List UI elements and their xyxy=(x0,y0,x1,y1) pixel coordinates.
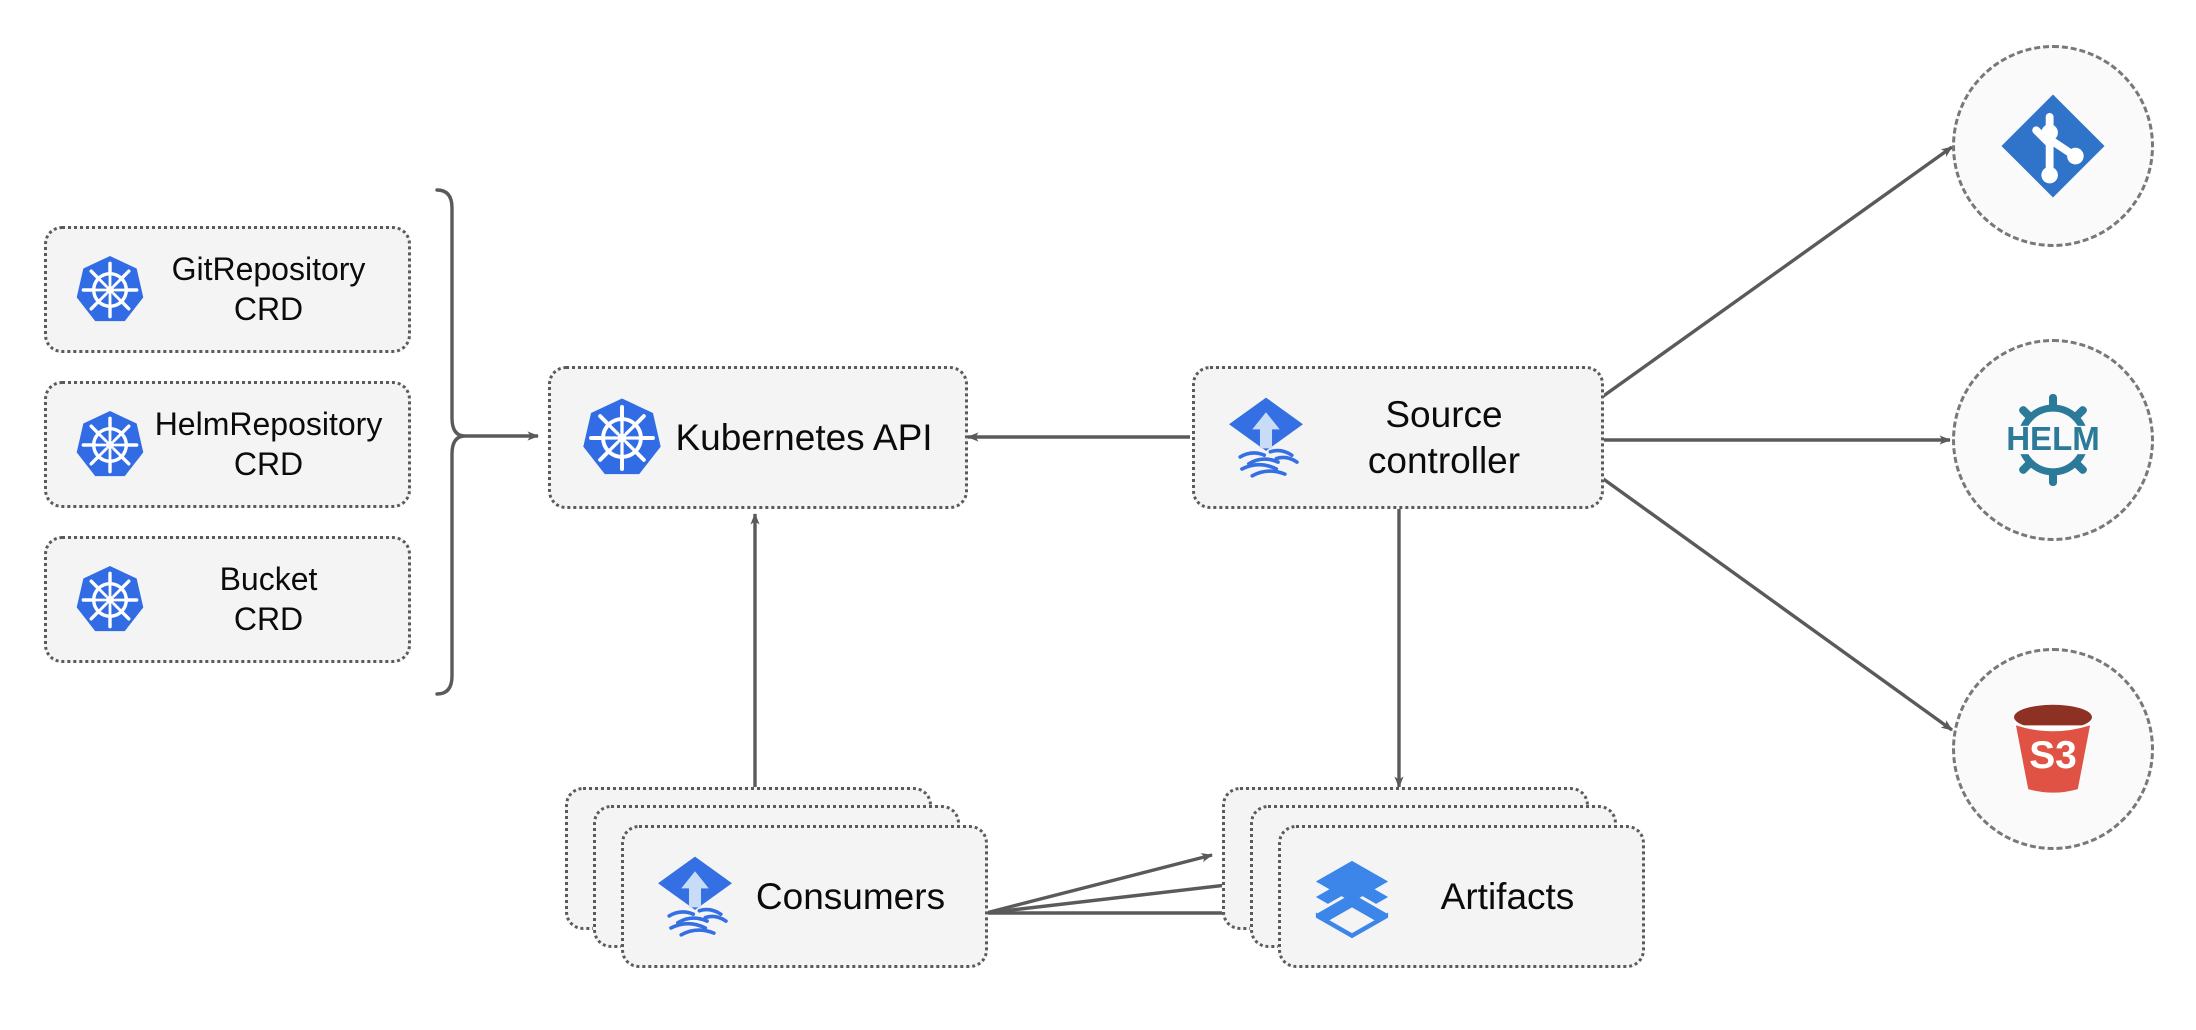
node-label: Consumers xyxy=(755,875,946,917)
node-label: GitRepository CRD xyxy=(171,251,366,327)
node-source-controller[interactable]: Source controller xyxy=(1192,366,1604,509)
node-kubernetes-api[interactable]: Kubernetes API xyxy=(548,366,968,509)
node-label: Kubernetes API xyxy=(675,416,933,458)
node-bucket-crd[interactable]: Bucket CRD xyxy=(44,536,411,663)
node-label: Bucket CRD xyxy=(219,561,318,637)
edge-source-controller-to-s3 xyxy=(1601,476,1953,732)
flux-icon xyxy=(1223,395,1309,481)
crd-group-bracket xyxy=(435,188,466,696)
node-gitrepository-crd[interactable]: GitRepository CRD xyxy=(44,226,411,353)
node-helm-source[interactable]: HELM xyxy=(1952,339,2154,541)
node-label: Artifacts xyxy=(1440,875,1575,917)
s3-label: S3 xyxy=(2029,734,2077,777)
node-git-source[interactable] xyxy=(1952,45,2154,247)
node-artifacts[interactable]: Artifacts xyxy=(1222,787,1652,968)
kubernetes-icon xyxy=(579,395,665,481)
edge-consumers-to-artifacts-2 xyxy=(985,879,1245,915)
git-icon xyxy=(1997,90,2109,202)
helm-icon: HELM xyxy=(1994,381,2112,499)
kubernetes-icon xyxy=(73,563,147,637)
kubernetes-icon xyxy=(73,408,147,482)
artifacts-stack-card-front[interactable]: Artifacts xyxy=(1278,825,1645,968)
node-label: Source controller xyxy=(1367,394,1521,481)
node-s3-source[interactable]: S3 xyxy=(1952,648,2154,850)
node-label: HelmRepository CRD xyxy=(154,406,383,482)
kubernetes-icon xyxy=(73,253,147,327)
layers-icon xyxy=(1309,854,1395,940)
consumers-stack-card-front[interactable]: Consumers xyxy=(621,825,988,968)
s3-bucket-icon: S3 xyxy=(1994,690,2112,808)
node-consumers[interactable]: Consumers xyxy=(565,787,995,968)
node-helmrepository-crd[interactable]: HelmRepository CRD xyxy=(44,381,411,508)
flux-icon xyxy=(652,854,738,940)
helm-label: HELM xyxy=(2006,420,2100,457)
edge-consumers-to-artifacts-1 xyxy=(985,853,1213,915)
edge-source-controller-to-git xyxy=(1601,145,1953,399)
